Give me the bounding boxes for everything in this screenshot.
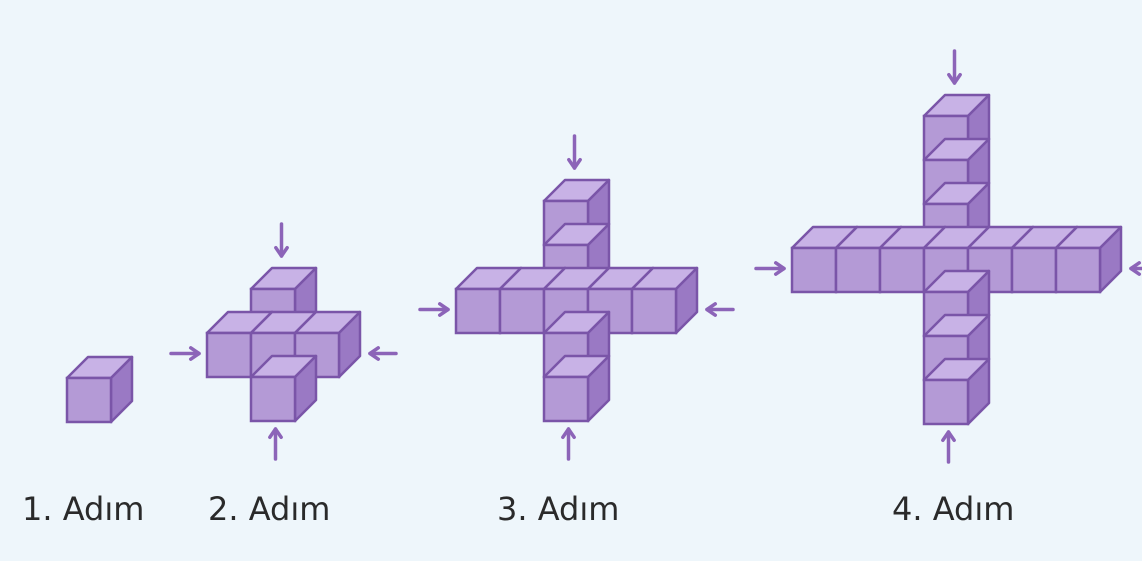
step-4-figure [754,49,1142,464]
arrow-up-icon [941,430,956,464]
step-1-label: 1. Adım [22,490,145,528]
arrow-down-icon [947,49,962,85]
cube [249,354,318,423]
cube [922,357,991,426]
step-4-label: 4. Adım [892,490,1015,528]
step-3-label: 3. Adım [497,490,620,528]
step-3-figure [418,134,735,461]
arrow-left-icon [368,346,398,361]
arrow-down-icon [274,222,289,258]
step-2-label: 2. Adım [208,490,331,528]
step-2-figure [169,222,398,461]
cube [630,266,699,335]
arrow-left-icon [1129,261,1142,276]
arrow-right-icon [169,346,201,361]
step-1-figure [65,355,134,424]
cube [65,355,134,424]
arrow-right-icon [418,302,450,317]
arrow-up-icon [268,427,283,461]
arrow-left-icon [705,302,735,317]
arrow-up-icon [561,427,576,461]
cube [1054,225,1123,294]
cube [542,354,611,423]
arrow-right-icon [754,261,786,276]
arrow-down-icon [567,134,582,170]
